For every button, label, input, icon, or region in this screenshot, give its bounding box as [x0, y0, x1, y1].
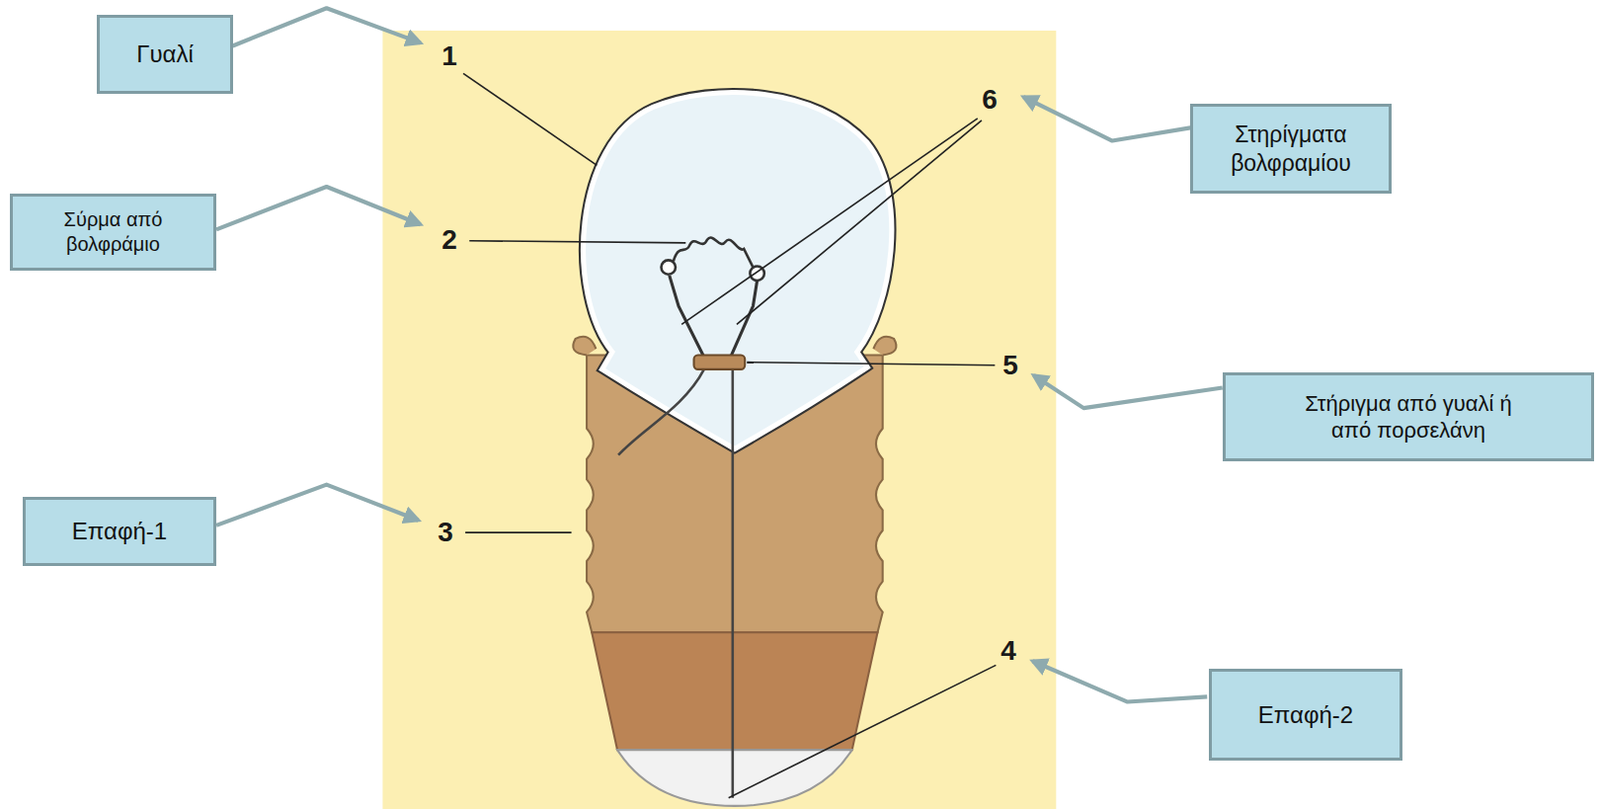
glass-outline	[583, 92, 892, 450]
base-lip	[572, 336, 596, 356]
label-box: Στήριγμα από γυαλί ή από πορσελάνη	[1222, 372, 1595, 462]
base-cone	[591, 632, 878, 750]
callout-number: 5	[1002, 351, 1019, 380]
leader-line	[728, 664, 997, 798]
box-text: Επαφή-1	[72, 516, 167, 547]
callout-arrow	[1033, 660, 1208, 702]
callout-number: 2	[441, 226, 458, 254]
callout-arrow	[216, 186, 421, 230]
callout-number: 1	[441, 42, 458, 71]
glass-bulb	[583, 92, 892, 450]
bottom-contact	[617, 749, 853, 806]
glass-mount	[694, 354, 746, 369]
box-text: Επαφή-2	[1258, 700, 1354, 730]
lead-wire	[731, 369, 735, 799]
leader-line	[736, 120, 982, 325]
box-text: Γυαλί	[136, 39, 194, 70]
callout-arrow	[1023, 96, 1192, 141]
label-box: Γυαλί	[96, 14, 234, 94]
callout-arrow	[1034, 375, 1223, 408]
leader-line	[469, 240, 686, 243]
label-box: Στηρίγματα βολφραμίου	[1190, 103, 1392, 194]
callout-arrow	[216, 484, 419, 526]
callout-arrow	[233, 7, 421, 46]
callout-number: 4	[1000, 637, 1017, 665]
leader-line	[463, 73, 597, 165]
box-text: Σύρμα από βολφράμιο	[39, 207, 188, 257]
callout-number: 3	[437, 518, 454, 547]
box-text: Στήριγμα από γυαλί ή από πορσελάνη	[1289, 390, 1527, 445]
label-box: Σύρμα από βολφράμιο	[9, 193, 217, 271]
label-box: Επαφή-2	[1208, 668, 1403, 761]
box-text: Στηρίγματα βολφραμίου	[1201, 120, 1380, 178]
callout-number: 6	[981, 85, 998, 114]
label-box: Επαφή-1	[22, 496, 217, 566]
base-lip	[873, 336, 896, 356]
paper-background	[382, 30, 1056, 809]
lead-wire	[618, 369, 705, 456]
leader-line	[681, 118, 978, 325]
support-wire	[669, 275, 705, 358]
leader-line	[465, 531, 571, 534]
support-loop	[660, 259, 675, 274]
leader-line	[746, 362, 995, 366]
